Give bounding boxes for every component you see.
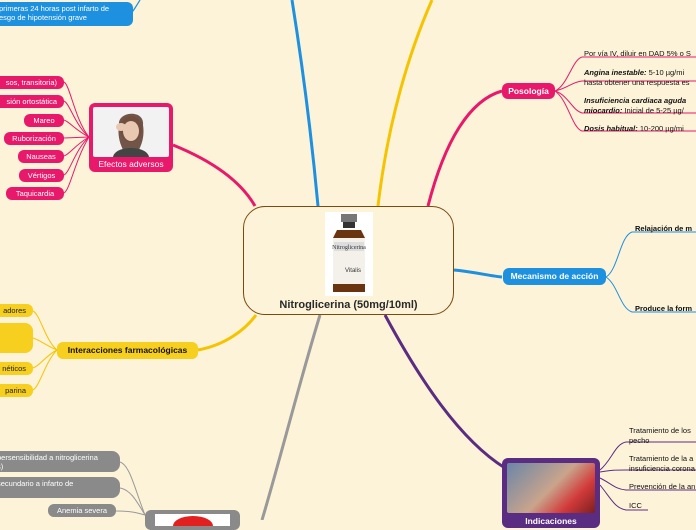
indicaciones-node[interactable]: Indicaciones [502, 458, 600, 528]
efecto-item-3[interactable]: Mareo [24, 114, 64, 127]
interaccion-item-4[interactable]: parina [0, 384, 33, 397]
efecto-item-4[interactable]: Ruborización [4, 132, 64, 145]
posologia-node[interactable]: Posología [502, 83, 555, 99]
indicaciones-item-3[interactable]: Prevención de la an [629, 482, 696, 491]
contra-image [155, 514, 230, 526]
central-topic[interactable]: Nitroglicerina Vitalis Nitroglicerina (5… [243, 206, 454, 315]
indicaciones-item-1[interactable]: Tratamiento de los pecho [629, 426, 691, 445]
indicaciones-title: Indicaciones [525, 516, 577, 526]
efecto-item-5[interactable]: Nauseas [18, 150, 64, 163]
mecanismo-node[interactable]: Mecanismo de acción [503, 268, 606, 285]
posologia-item-3[interactable]: Insuficiencia cardiaca aguda miocardio: … [584, 96, 687, 115]
vial-brand-text: Vitalis [345, 268, 361, 274]
efecto-item-7[interactable]: Taquicardia [6, 187, 64, 200]
posologia-item-1[interactable]: Por vía IV, diluir en DAD 5% o S [584, 49, 691, 58]
efectos-node[interactable]: Efectos adversos [89, 103, 173, 172]
interacciones-title: Interacciones farmacológicas [67, 345, 188, 355]
efecto-item-2[interactable]: sión ortostática [0, 95, 64, 108]
vial-image: Nitroglicerina Vitalis [325, 212, 373, 296]
contraindication-top-item[interactable]: primeras 24 horas post infarto de esgo d… [0, 2, 133, 26]
posologia-item-2[interactable]: Angina inestable: 5-10 µg/mi hasta obten… [584, 68, 690, 87]
central-title: Nitroglicerina (50mg/10ml) [279, 299, 418, 311]
headache-image [93, 107, 169, 157]
interacciones-node[interactable]: Interacciones farmacológicas [57, 342, 198, 359]
mecanismo-title: Mecanismo de acción [510, 271, 599, 281]
vial-label-text: Nitroglicerina [332, 245, 366, 251]
contra-item-2[interactable]: secundario a infarto de [0, 477, 120, 498]
interaccion-item-3[interactable]: néticos [0, 362, 33, 375]
posologia-item-4[interactable]: Dosis habitual: 10-200 µg/mi [584, 124, 684, 133]
indicaciones-item-4[interactable]: ICC [629, 501, 642, 510]
efecto-item-6[interactable]: Vértigos [19, 169, 64, 182]
contra-item-3[interactable]: Anemia severa [48, 504, 116, 517]
interaccion-item-1[interactable]: adores [0, 304, 33, 317]
efecto-item-1[interactable]: sos, transitoria) [0, 76, 64, 89]
interaccion-item-2[interactable] [0, 323, 33, 353]
contraindication-top-line2: esgo de hipotensión grave [0, 13, 87, 22]
indicaciones-item-2[interactable]: Tratamiento de la a insuficiencia corona [629, 454, 695, 473]
contra-item-1[interactable]: persensibilidad a nitroglicerina s) [0, 451, 120, 472]
indicaciones-image [507, 463, 595, 513]
posologia-title: Posología [508, 86, 549, 96]
contra-node[interactable] [145, 510, 240, 530]
mecanismo-item-1[interactable]: Relajación de m [635, 224, 693, 233]
efectos-title: Efectos adversos [98, 159, 164, 169]
contraindication-top-line1: primeras 24 horas post infarto de [0, 4, 110, 13]
mecanismo-item-2[interactable]: Produce la form [635, 304, 693, 313]
